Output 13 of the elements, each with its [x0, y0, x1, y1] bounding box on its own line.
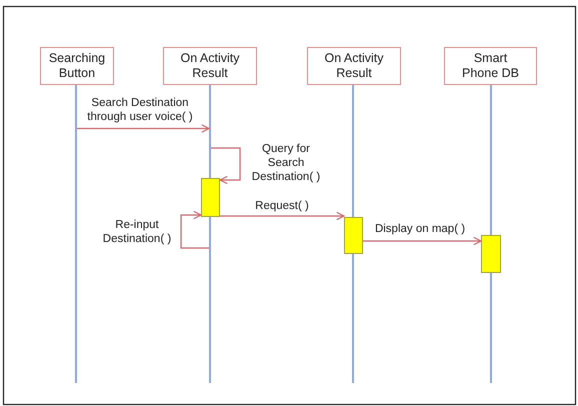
- activation-bar: [481, 235, 501, 273]
- participant-box: On Activity Result: [307, 47, 401, 85]
- message-arrow: [363, 236, 482, 246]
- participant-box: Searching Button: [40, 47, 114, 85]
- message-arrow: [211, 147, 241, 184]
- participant-box: Smart Phone DB: [444, 47, 537, 85]
- message-arrow: [180, 210, 209, 249]
- participant-box: On Activity Result: [163, 47, 257, 85]
- message-arrow: [77, 124, 210, 133]
- activation-bar: [201, 178, 220, 217]
- lifeline: [75, 85, 77, 383]
- activation-bar: [344, 217, 363, 254]
- message-arrow: [220, 212, 345, 220]
